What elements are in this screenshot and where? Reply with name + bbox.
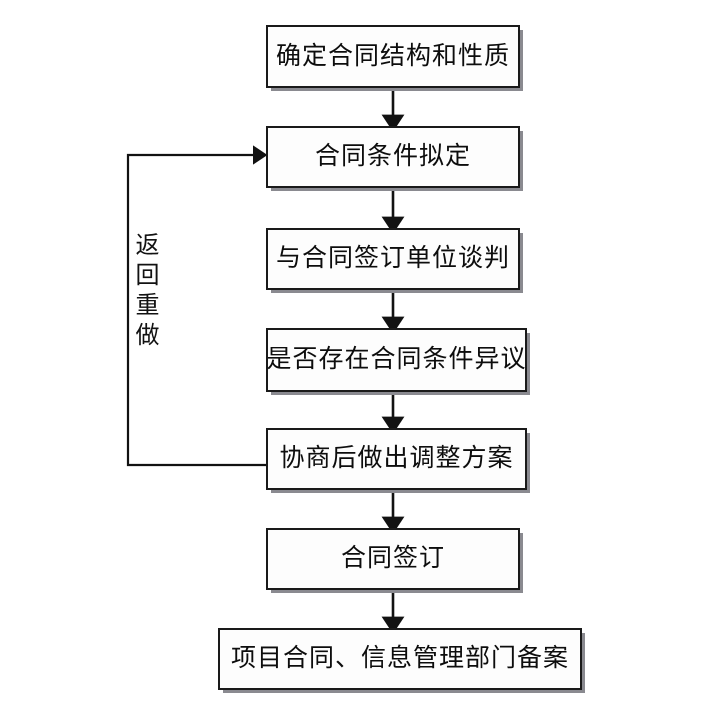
- node-label: 确定合同结构和性质: [275, 42, 510, 70]
- node-label: 与合同签订单位谈判: [275, 245, 510, 273]
- node-label: 是否存在合同条件异议: [266, 346, 527, 374]
- node-check-terms-dispute[interactable]: 是否存在合同条件异议: [266, 328, 527, 392]
- node-draft-contract-terms[interactable]: 合同条件拟定: [266, 126, 520, 188]
- node-sign-contract[interactable]: 合同签订: [266, 528, 520, 590]
- edge-label-return-redo: 返回重做: [131, 232, 157, 352]
- node-determine-contract-structure[interactable]: 确定合同结构和性质: [266, 25, 520, 88]
- node-file-with-info-management-dept[interactable]: 项目合同、信息管理部门备案: [218, 628, 582, 690]
- node-label: 合同签订: [340, 545, 445, 573]
- node-label: 合同条件拟定: [314, 143, 471, 171]
- node-label: 协商后做出调整方案: [279, 445, 514, 473]
- node-label: 项目合同、信息管理部门备案: [230, 645, 569, 673]
- node-adjustment-plan-after-negotiation[interactable]: 协商后做出调整方案: [266, 428, 527, 490]
- node-negotiate-with-counterparty[interactable]: 与合同签订单位谈判: [266, 228, 520, 290]
